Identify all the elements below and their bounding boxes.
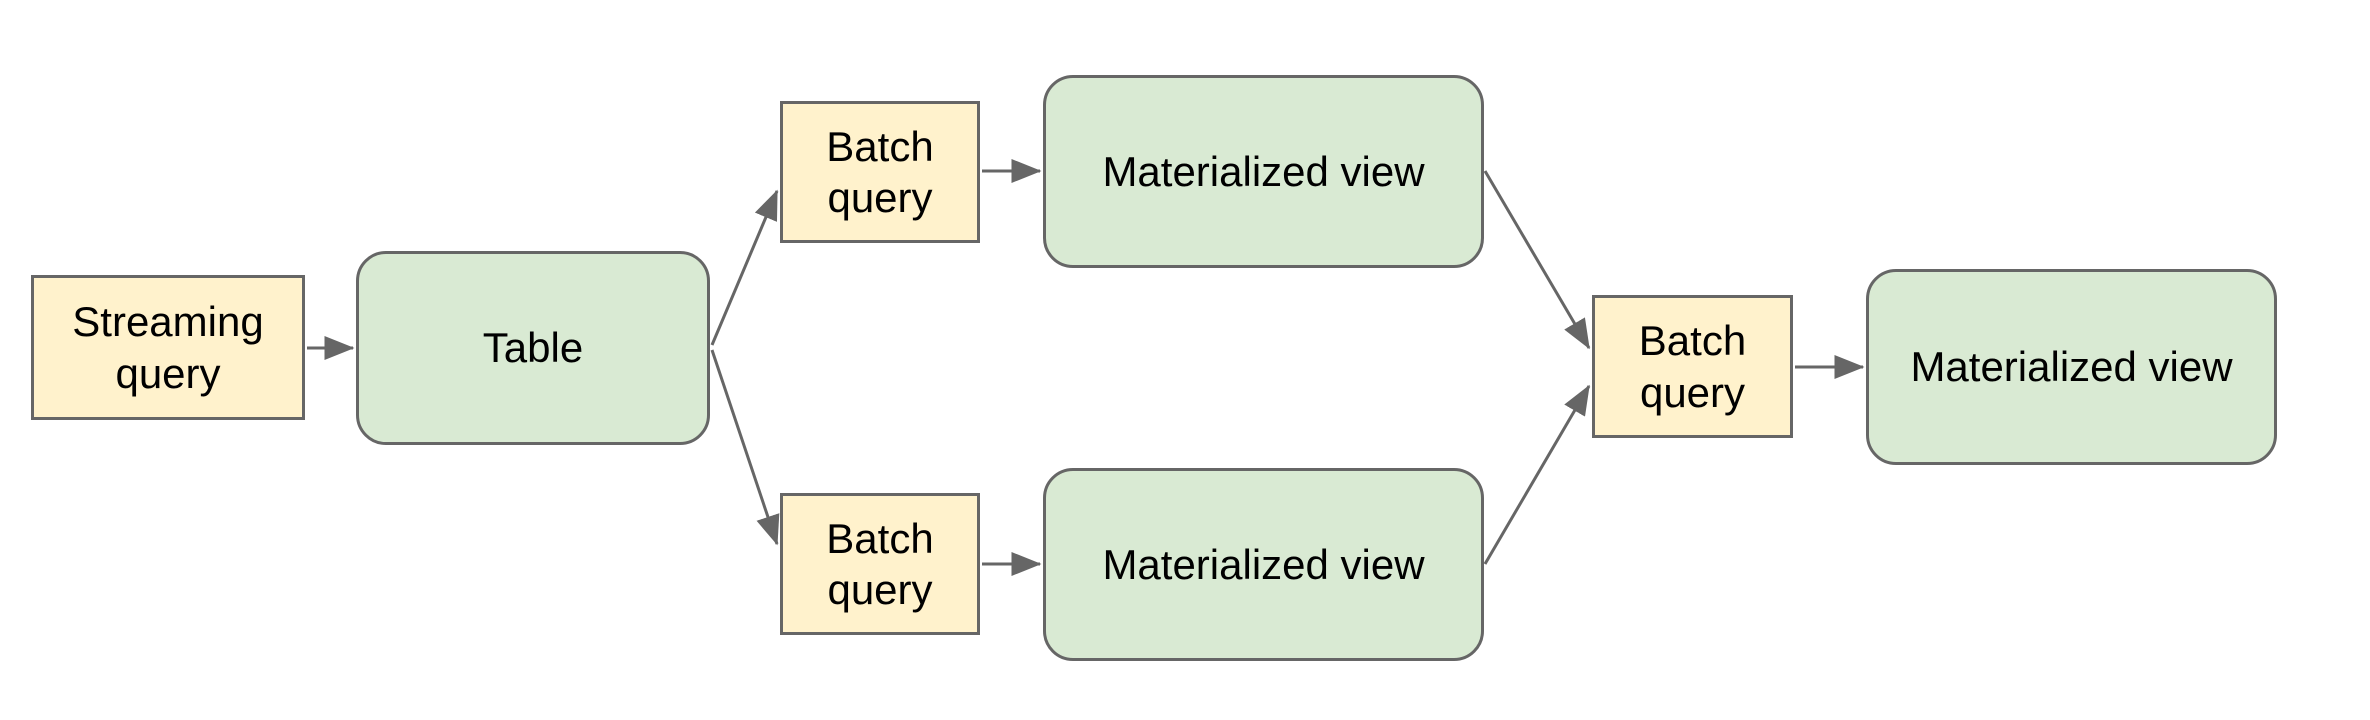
node-streaming-query: Streaming query: [31, 275, 305, 420]
node-batch-query-right: Batch query: [1592, 295, 1793, 438]
node-batch-query-right-label: Batch query: [1638, 317, 1747, 416]
node-batch-query-top-label: Batch query: [826, 122, 934, 221]
node-materialized-view-bottom: Materialized view: [1043, 468, 1484, 661]
node-streaming-query-label: Streaming query: [72, 298, 264, 397]
edge-table-to-batch-query-bottom: [710, 349, 780, 546]
node-batch-query-top: Batch query: [780, 101, 980, 243]
node-materialized-view-top-label: Materialized view: [1102, 147, 1425, 195]
edge-materialized-view-top-to-batch-query-right: [1483, 170, 1591, 350]
node-materialized-view-bottom-label: Materialized view: [1102, 540, 1425, 588]
node-materialized-view-right: Materialized view: [1866, 269, 2277, 465]
node-batch-query-bottom-label: Batch query: [826, 514, 934, 613]
node-materialized-view-right-label: Materialized view: [1910, 343, 2233, 391]
edge-lines: [307, 159, 1865, 576]
edge-materialized-view-bottom-to-batch-query-right: [1483, 384, 1591, 565]
edge-table-to-batch-query-top: [710, 189, 779, 346]
node-table: Table: [356, 251, 710, 445]
node-table-label: Table: [482, 324, 584, 372]
node-batch-query-bottom: Batch query: [780, 493, 980, 635]
node-materialized-view-top: Materialized view: [1043, 75, 1484, 268]
